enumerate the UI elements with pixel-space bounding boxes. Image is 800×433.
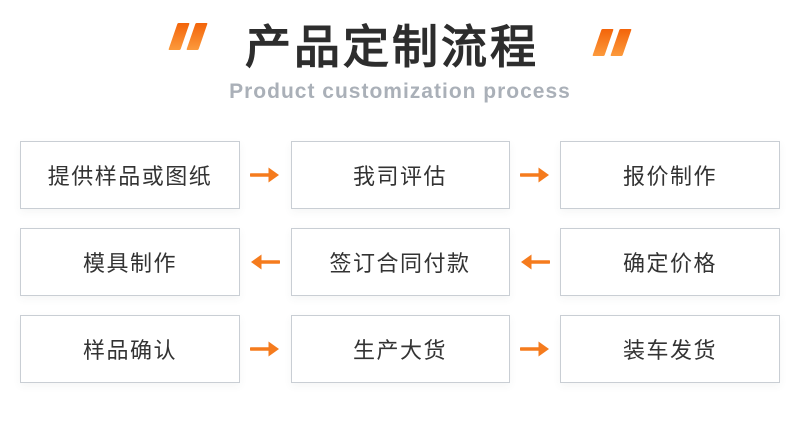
step-provide-sample-or-drawing: 提供样品或图纸 [20, 141, 240, 209]
arrow-right-icon [250, 339, 280, 359]
page-subtitle: Product customization process [229, 80, 571, 103]
arrow-right-icon [250, 165, 280, 185]
step-quotation-making: 报价制作 [560, 141, 780, 209]
quote-bar [186, 23, 208, 50]
step-company-evaluation: 我司评估 [290, 141, 510, 209]
step-sign-contract-payment: 签订合同付款 [290, 228, 510, 296]
step-mold-making: 模具制作 [20, 228, 240, 296]
step-loading-shipment: 装车发货 [560, 315, 780, 383]
process-flow-diagram: 提供样品或图纸 我司评估 报价制作 模具制作 签订合同付款 确定价格 样品确认 … [20, 141, 780, 383]
step-sample-confirmation: 样品确认 [20, 315, 240, 383]
arrow-left-icon [250, 252, 281, 272]
open-quote-icon [168, 23, 208, 50]
quote-bar [610, 29, 632, 56]
arrow-right-icon [519, 339, 550, 359]
step-mass-production: 生产大货 [290, 315, 510, 383]
header: 产品定制流程 [0, 0, 800, 73]
arrow-right-icon [519, 165, 550, 185]
step-confirm-price: 确定价格 [560, 228, 780, 296]
page-title: 产品定制流程 [245, 21, 539, 73]
close-quote-icon [592, 29, 632, 56]
arrow-left-icon [520, 252, 550, 272]
